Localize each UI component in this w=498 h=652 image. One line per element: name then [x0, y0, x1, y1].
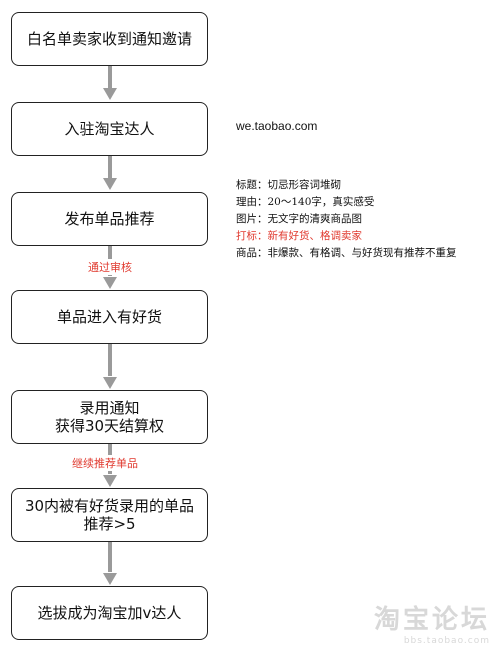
step-3-label: 发布单品推荐 — [64, 210, 155, 228]
note-image: 图片：无文字的清爽商品图 — [236, 213, 362, 225]
arrow-6-head — [103, 573, 117, 585]
site-url: we.taobao.com — [236, 119, 318, 133]
step-5-label-line-1: 录用通知 — [79, 399, 140, 417]
edge-label-approve: 通过审核 — [86, 259, 134, 275]
note-title: 标题：切忌形容词堆砌 — [236, 179, 341, 191]
note-product: 商品：非爆款、有格调、与好货现有推荐不重复 — [236, 247, 457, 259]
arrow-2-shaft — [108, 156, 112, 178]
step-2-label: 入驻淘宝达人 — [64, 120, 155, 138]
step-7-box: 选拔成为淘宝加v达人 — [11, 586, 208, 640]
arrow-1-head — [103, 88, 117, 100]
step-4-box: 单品进入有好货 — [11, 290, 208, 344]
step-5-label-line-2: 获得30天结算权 — [54, 417, 165, 435]
arrow-6-shaft — [108, 542, 112, 572]
step-1-box: 白名单卖家收到通知邀请 — [11, 12, 208, 66]
watermark: 淘宝论坛 bbs.taobao.com — [374, 599, 490, 646]
step-6-label-line-2: 推荐>5 — [83, 515, 136, 533]
arrow-2-head — [103, 178, 117, 190]
arrow-3-head — [103, 277, 117, 289]
step-7-label: 选拔成为淘宝加v达人 — [37, 604, 182, 622]
arrow-5-head — [103, 475, 117, 487]
arrow-4-head — [103, 377, 117, 389]
step-5-box: 录用通知 获得30天结算权 — [11, 390, 208, 444]
step-6-box: 30内被有好货录用的单品 推荐>5 — [11, 488, 208, 542]
watermark-sub: bbs.taobao.com — [403, 636, 490, 646]
step-2-box: 入驻淘宝达人 — [11, 102, 208, 156]
step-3-box: 发布单品推荐 — [11, 192, 208, 246]
requirements-notes: 标题：切忌形容词堆砌 理由：20～140字，真实感受 图片：无文字的清爽商品图 … — [236, 177, 457, 262]
note-tag: 打标：新有好货、格调卖家 — [236, 230, 362, 242]
step-6-label-line-1: 30内被有好货录用的单品 — [24, 497, 195, 515]
step-1-label: 白名单卖家收到通知邀请 — [26, 30, 192, 48]
step-4-label: 单品进入有好货 — [56, 308, 162, 326]
arrow-1-shaft — [108, 66, 112, 88]
arrow-4-shaft — [108, 344, 112, 376]
note-reason: 理由：20～140字，真实感受 — [236, 196, 375, 208]
edge-label-continue: 继续推荐单品 — [70, 455, 140, 471]
watermark-main: 淘宝论坛 — [373, 605, 490, 635]
